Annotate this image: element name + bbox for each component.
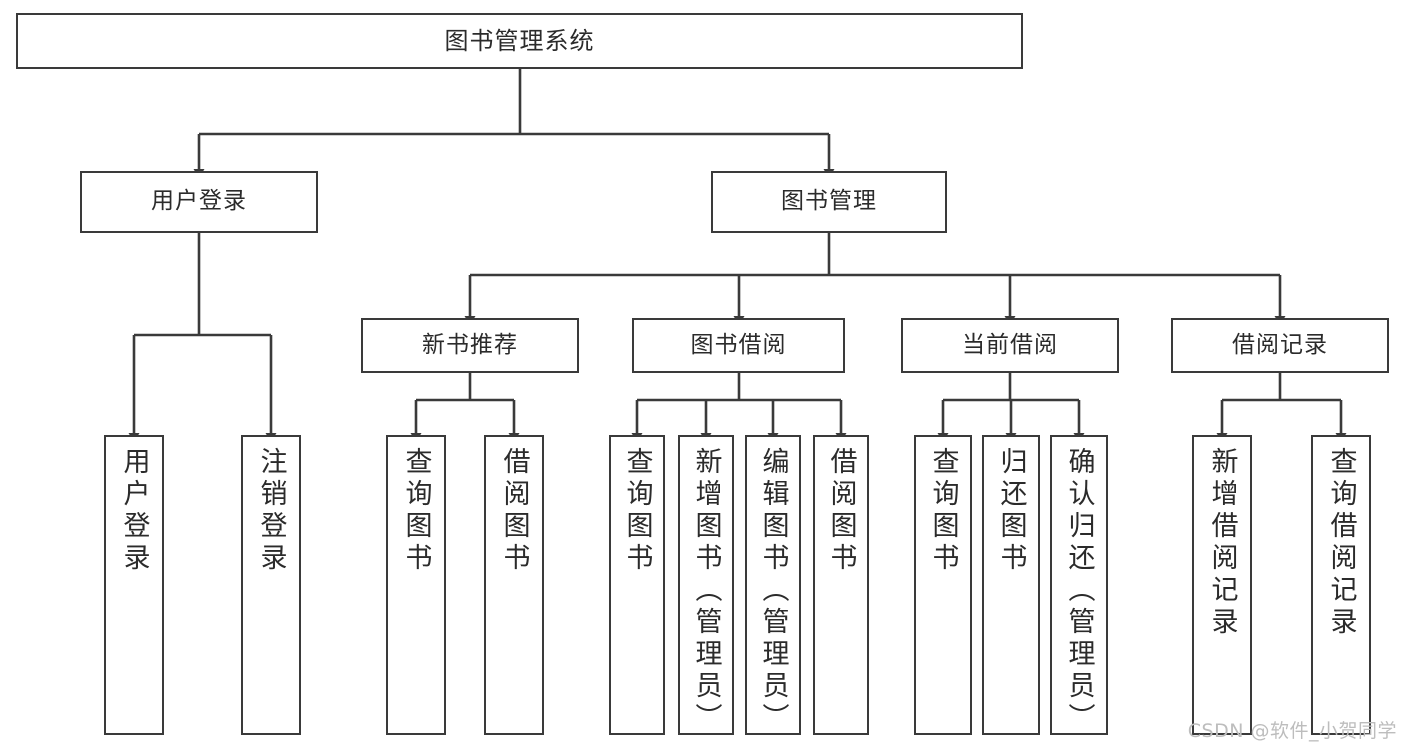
node-newbook[interactable]: 新书推荐 (361, 318, 579, 373)
node-leaf-rec-1[interactable]: 新增借阅记录 (1192, 435, 1252, 735)
node-label: 借阅图书 (498, 447, 530, 575)
node-leaf-cur-2[interactable]: 归还图书 (982, 435, 1040, 735)
node-label: 用户登录 (151, 188, 247, 215)
node-label: 当前借阅 (962, 331, 1058, 358)
connector-bus (637, 373, 841, 402)
node-label: 新增借阅记录 (1206, 447, 1238, 639)
node-label: 图书借阅 (690, 331, 787, 358)
connector-bus (1222, 373, 1341, 402)
node-leaf-cur-1[interactable]: 查询图书 (914, 435, 972, 735)
node-login[interactable]: 用户登录 (80, 171, 318, 233)
node-label: 查询图书 (621, 447, 653, 575)
node-leaf-login-1[interactable]: 用户登录 (104, 435, 164, 735)
connector-bus (470, 233, 1280, 277)
node-leaf-cur-3[interactable]: 确认归还（管理员） (1050, 435, 1108, 735)
node-leaf-bor-1[interactable]: 查询图书 (609, 435, 665, 735)
node-records[interactable]: 借阅记录 (1171, 318, 1389, 373)
node-label: 用户登录 (118, 447, 150, 575)
node-label: 借阅记录 (1232, 331, 1328, 358)
connector-bus (134, 233, 271, 337)
node-leaf-rec-2[interactable]: 查询借阅记录 (1311, 435, 1371, 735)
node-leaf-bor-2[interactable]: 新增图书（管理员） (678, 435, 734, 735)
node-leaf-new-2[interactable]: 借阅图书 (484, 435, 544, 735)
node-label: 图书管理 (781, 188, 877, 215)
connector-bus (416, 373, 514, 402)
node-leaf-login-2[interactable]: 注销登录 (241, 435, 301, 735)
connector-bus (199, 69, 829, 136)
node-label: 新书推荐 (422, 331, 518, 358)
node-leaf-bor-3[interactable]: 编辑图书（管理员） (745, 435, 801, 735)
node-label: 查询图书 (400, 447, 432, 575)
node-bookmgmt[interactable]: 图书管理 (711, 171, 947, 233)
node-leaf-bor-4[interactable]: 借阅图书 (813, 435, 869, 735)
node-current[interactable]: 当前借阅 (901, 318, 1119, 373)
node-label: 确认归还（管理员） (1063, 447, 1095, 735)
node-label: 归还图书 (995, 447, 1027, 575)
node-label: 图书管理系统 (444, 26, 595, 55)
node-label: 注销登录 (255, 447, 287, 575)
connector-bus (943, 373, 1079, 402)
node-label: 借阅图书 (825, 447, 857, 575)
node-borrow[interactable]: 图书借阅 (632, 318, 845, 373)
node-label: 编辑图书（管理员） (757, 447, 789, 735)
node-leaf-new-1[interactable]: 查询图书 (386, 435, 446, 735)
node-label: 查询图书 (927, 447, 959, 575)
node-label: 查询借阅记录 (1325, 447, 1357, 639)
node-root[interactable]: 图书管理系统 (16, 13, 1023, 69)
node-label: 新增图书（管理员） (690, 447, 722, 735)
